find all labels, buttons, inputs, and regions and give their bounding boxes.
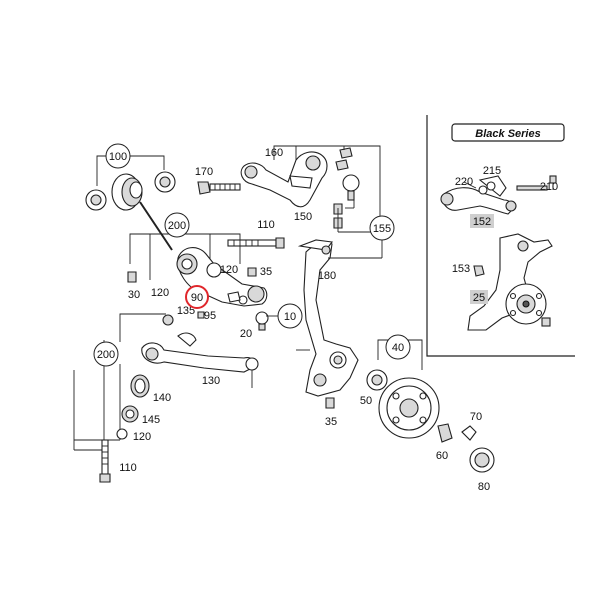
label-35-lower: 35 (325, 416, 337, 428)
hub-group-40 (366, 339, 495, 473)
callout-200-upper-text: 200 (168, 220, 186, 232)
upper-control-arm (240, 147, 360, 229)
black-series-knuckle (467, 233, 553, 331)
label-110-upper: 110 (257, 219, 275, 231)
label-110-lower: 110 (119, 462, 137, 474)
label-150: 150 (294, 211, 312, 223)
label-152: 152 (473, 216, 491, 228)
bushing-group-100 (85, 155, 176, 251)
label-120-lower: 120 (133, 431, 151, 443)
label-180: 180 (318, 270, 336, 282)
label-145: 145 (142, 414, 160, 426)
lower-arm-group (127, 233, 285, 331)
bolt-170 (197, 181, 241, 195)
label-30: 30 (128, 289, 140, 301)
callout-40-circle (385, 334, 411, 360)
panel-title: Black Series (475, 128, 540, 140)
label-120-upper: 120 (151, 287, 169, 299)
label-135: 135 (177, 305, 195, 317)
callout-155-leader (328, 240, 383, 259)
callout-200-lower-text: 200 (97, 349, 115, 361)
callout-200-upper-circle (164, 212, 190, 238)
label-70: 70 (470, 411, 482, 423)
label-25-box (470, 290, 488, 304)
label-153: 153 (452, 263, 470, 275)
callout-90-text: 90 (191, 292, 203, 304)
label-35-upper: 35 (260, 266, 272, 278)
black-series-upper-arm (440, 175, 557, 215)
part-95-bolt (197, 311, 205, 319)
label-152-box (470, 214, 494, 228)
callout-155-circle (369, 215, 395, 241)
callout-160-text: 160 (265, 147, 283, 159)
label-220: 220 (455, 176, 473, 188)
label-20: 20 (240, 328, 252, 340)
label-80: 80 (478, 481, 490, 493)
panel-title-box (451, 123, 565, 142)
label-140: 140 (153, 392, 171, 404)
tension-strut-group (73, 313, 259, 483)
label-25: 25 (473, 292, 485, 304)
callout-100-circle (105, 143, 131, 169)
label-50: 50 (360, 395, 372, 407)
callout-10-circle (277, 303, 303, 329)
label-215: 215 (483, 165, 501, 177)
callout-100-text: 100 (109, 151, 127, 163)
callout-40-text: 40 (392, 342, 404, 354)
label-170: 170 (195, 166, 213, 178)
label-95: 95 (204, 310, 216, 322)
black-series-panel: Black Series 152 220 215 210 (426, 115, 575, 357)
label-120-mid: 120 (220, 264, 238, 276)
callout-90-circle-highlighted (185, 285, 209, 309)
label-210: 210 (540, 181, 558, 193)
label-60: 60 (436, 450, 448, 462)
label-130: 130 (202, 375, 220, 387)
steering-knuckle-main (296, 239, 359, 409)
callout-200-lower-circle (93, 341, 119, 367)
callout-10-text: 10 (284, 311, 296, 323)
callout-155-text: 155 (373, 223, 391, 235)
